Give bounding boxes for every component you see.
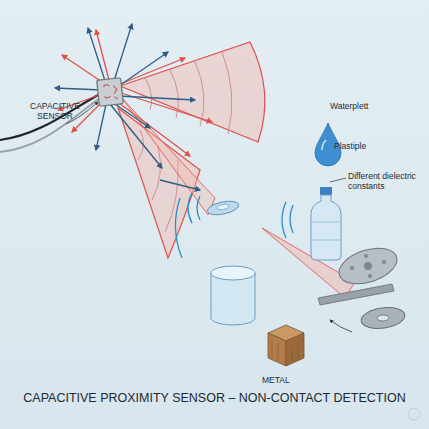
field-arrow — [110, 104, 162, 168]
water-drop-shine — [322, 140, 326, 150]
part-label: CAPACITIVE SENSOR — [26, 101, 84, 121]
metal-washer — [360, 305, 406, 331]
field-wave — [188, 193, 200, 223]
sensor-body — [97, 78, 124, 106]
field-wave — [145, 52, 232, 134]
material-label: Plastiple — [334, 141, 404, 151]
material-label: Waterplett — [330, 101, 400, 111]
wood-block — [268, 333, 286, 366]
metal-hole — [364, 262, 372, 270]
watermark-icon — [408, 408, 420, 420]
metal-hole — [364, 254, 368, 258]
plastic-disc — [206, 199, 240, 217]
note-label: Different dielectric constants — [348, 171, 428, 191]
field-wave — [175, 198, 293, 258]
wood-block — [286, 333, 304, 366]
metal-hole — [382, 260, 386, 264]
metal-washer-hole — [377, 315, 389, 321]
field-arrow — [118, 92, 212, 122]
material-label: METAL — [262, 375, 312, 385]
field-arrow — [160, 180, 200, 190]
metal-hole — [368, 274, 372, 278]
metal-hole — [350, 266, 354, 270]
diagram-title: CAPACITIVE PROXIMITY SENSOR – NON-CONTAC… — [0, 391, 429, 405]
bottle-rib — [311, 222, 341, 240]
field-arrow — [96, 104, 106, 150]
bottle-cap — [320, 187, 332, 195]
leader-line — [330, 320, 352, 332]
field-arrow — [116, 52, 168, 88]
water-bottle — [311, 195, 341, 260]
plastic-disc — [217, 203, 230, 210]
glass-cylinder — [211, 266, 255, 280]
metal-rod — [318, 284, 394, 305]
metal-disk — [335, 242, 402, 291]
glass-cylinder — [211, 273, 255, 325]
field-arrow — [118, 96, 195, 100]
field-arrow — [112, 102, 150, 128]
leader-line — [330, 178, 346, 182]
field-arrow — [55, 88, 102, 90]
field-arrow — [88, 28, 106, 84]
sensor-symbol — [103, 84, 118, 101]
wood-grain — [272, 340, 298, 362]
sensor-cable — [0, 98, 100, 152]
field-arrow — [115, 100, 190, 156]
field-arrow — [113, 24, 132, 84]
